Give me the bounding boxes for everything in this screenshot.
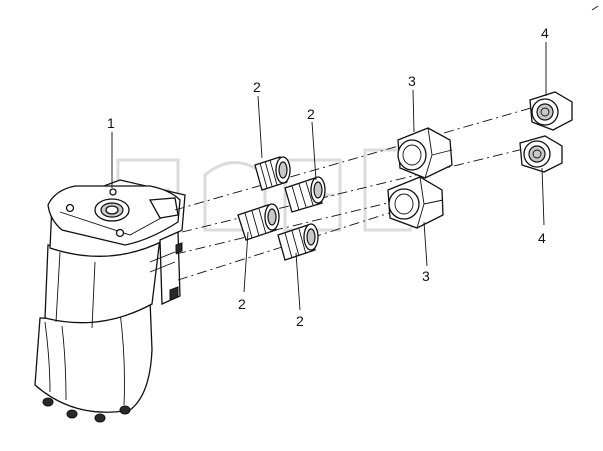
callout-2-bottom-left: 2 [238, 296, 246, 312]
callout-2-bottom-right: 2 [296, 313, 304, 329]
part-2-fitting-a [254, 156, 291, 191]
part-3-nut-upper [397, 127, 453, 179]
callout-2-top-left: 2 [253, 79, 261, 95]
corner-mark [591, 5, 599, 11]
part-2-fitting-b [284, 176, 326, 213]
callout-1: 1 [107, 115, 115, 131]
part-3-nut-lower [387, 176, 444, 229]
callout-2-top-right: 2 [307, 106, 315, 122]
part-2-fitting-c [237, 203, 280, 241]
callout-4-top: 4 [541, 25, 549, 41]
part-4-union-lower [519, 135, 563, 173]
part-1-steering-unit [34, 179, 186, 423]
part-4-union-upper [529, 91, 573, 131]
callout-4-bottom: 4 [538, 230, 546, 246]
assembly-center-lines [174, 105, 541, 281]
part-2-fitting-d [277, 223, 319, 261]
callout-3-top: 3 [408, 73, 416, 89]
callout-3-bottom: 3 [422, 268, 430, 284]
leader-lines [111, 42, 547, 311]
